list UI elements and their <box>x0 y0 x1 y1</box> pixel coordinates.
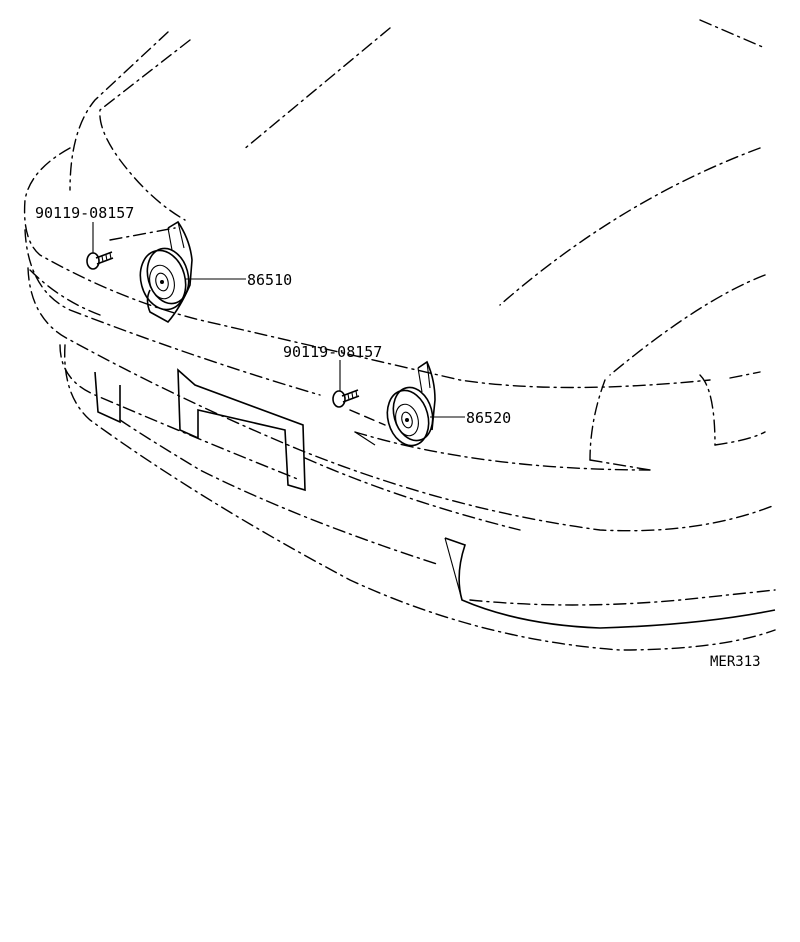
bolt-left <box>86 251 114 270</box>
label-horn-left: 86510 <box>247 271 292 289</box>
bolt-right <box>332 389 360 408</box>
horn-left-disc <box>139 249 187 311</box>
label-bolt-right: 90119-08157 <box>283 343 382 361</box>
horn-right-assembly <box>354 360 436 447</box>
horn-left-assembly <box>139 220 193 324</box>
horn-right-disc <box>386 389 430 447</box>
vehicle-outline <box>23 19 776 651</box>
label-horn-right: 86520 <box>466 409 511 427</box>
leader-lines <box>92 222 465 418</box>
diagram-code: MER313 <box>710 654 761 670</box>
label-bolt-left: 90119-08157 <box>35 204 134 222</box>
